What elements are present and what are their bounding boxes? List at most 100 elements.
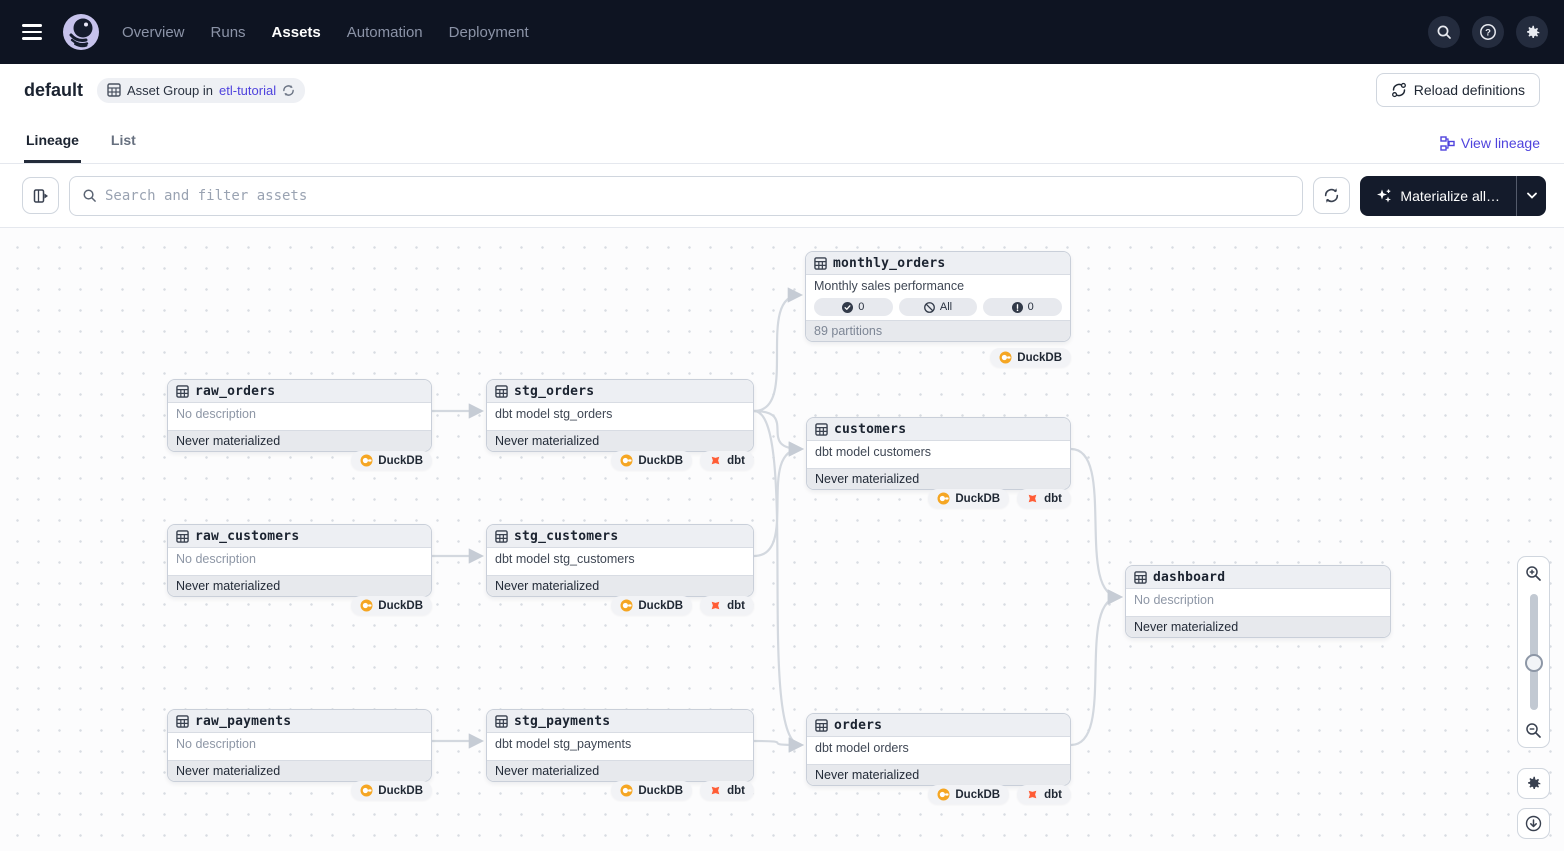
kind-badge-label: DuckDB	[378, 454, 423, 467]
toggle-sidebar-button[interactable]	[22, 177, 59, 214]
nav-item-deployment[interactable]: Deployment	[448, 23, 529, 41]
kind-badge-label: dbt	[727, 599, 745, 612]
view-lineage-link[interactable]: View lineage	[1440, 135, 1540, 163]
alert-circle-icon	[1011, 301, 1023, 313]
zoom-out-icon	[1526, 723, 1541, 738]
kind-badge-duckdb[interactable]: DuckDB	[611, 781, 693, 800]
download-graph-button[interactable]	[1517, 808, 1550, 839]
kind-badge-duckdb[interactable]: DuckDB	[611, 451, 693, 470]
graph-settings-button[interactable]	[1517, 768, 1550, 799]
kind-badge-dbt[interactable]: dbt	[700, 596, 754, 615]
asset-node-dashboard[interactable]: dashboard No description Never materiali…	[1125, 565, 1391, 638]
asset-node-monthly_orders[interactable]: monthly_orders Monthly sales performance…	[805, 251, 1071, 342]
search-input[interactable]	[105, 187, 1291, 204]
global-search-button[interactable]	[1428, 16, 1460, 48]
asset-node-orders[interactable]: orders dbt model orders Never materializ…	[806, 713, 1071, 786]
zoom-slider-handle[interactable]	[1524, 654, 1543, 672]
asset-check-pills	[487, 754, 753, 760]
kind-badges-raw_orders: DuckDB	[167, 451, 432, 470]
duckdb-icon	[620, 784, 633, 797]
asset-check-pills: 0 All 0	[806, 296, 1070, 320]
table-icon	[495, 384, 508, 398]
refresh-graph-button[interactable]	[1313, 177, 1351, 214]
help-button[interactable]: ?	[1472, 16, 1504, 48]
materialize-options-button[interactable]	[1516, 175, 1546, 216]
nav-item-overview[interactable]: Overview	[122, 23, 185, 41]
edge-stg_payments-to-orders	[753, 737, 805, 753]
kind-badge-dbt[interactable]: dbt	[700, 451, 754, 470]
asset-description: dbt model stg_customers	[487, 548, 753, 569]
asset-check-pills	[1126, 610, 1390, 616]
check-pill-check-circle[interactable]: 0	[814, 298, 893, 316]
chevron-down-icon	[1526, 192, 1537, 199]
asset-name: raw_payments	[195, 713, 292, 729]
asset-node-customers[interactable]: customers dbt model customers Never mate…	[806, 417, 1071, 490]
duckdb-icon	[937, 788, 950, 801]
edge-stg_orders-to-monthly_orders	[753, 287, 804, 413]
dagster-logo[interactable]	[62, 13, 100, 51]
tab-lineage[interactable]: Lineage	[24, 132, 81, 163]
kind-badge-duckdb[interactable]: DuckDB	[351, 451, 432, 470]
asset-search-bar[interactable]	[69, 175, 1304, 216]
zoom-control-panel	[1517, 556, 1550, 748]
materialize-all-button[interactable]: Materialize all…	[1360, 176, 1516, 216]
gear-icon	[1526, 25, 1539, 38]
kind-badge-duckdb[interactable]: DuckDB	[611, 596, 693, 615]
page-title: default	[24, 79, 84, 100]
kind-badge-dbt[interactable]: dbt	[700, 781, 754, 800]
duckdb-icon	[360, 599, 373, 612]
kind-badge-dbt[interactable]: dbt	[1017, 785, 1071, 804]
kind-badge-duckdb[interactable]: DuckDB	[351, 781, 432, 800]
duckdb-icon	[360, 784, 373, 797]
asset-node-raw_customers[interactable]: raw_customers No description Never mater…	[167, 524, 432, 597]
code-location-link[interactable]: etl-tutorial	[219, 82, 277, 98]
edge-stg_orders-to-orders	[753, 409, 805, 753]
kind-badges-stg_customers: DuckDB dbt	[486, 596, 754, 615]
asset-node-header: customers	[807, 418, 1070, 441]
zoom-slider-track[interactable]	[1529, 594, 1538, 710]
asset-node-header: orders	[807, 714, 1070, 737]
asset-node-header: stg_customers	[487, 525, 753, 548]
edge-stg_orders-to-customers	[753, 409, 805, 457]
nav-item-runs[interactable]: Runs	[210, 23, 246, 41]
hamburger-menu-icon[interactable]	[16, 14, 52, 50]
asset-status: Never materialized	[1126, 616, 1390, 637]
asset-check-pills	[807, 462, 1070, 468]
dbt-icon	[709, 784, 722, 797]
kind-badge-dbt[interactable]: dbt	[1017, 489, 1071, 508]
asset-description: dbt model orders	[807, 737, 1070, 758]
kind-badge-label: DuckDB	[638, 784, 684, 797]
table-icon	[495, 529, 508, 543]
asset-node-raw_orders[interactable]: raw_orders No description Never material…	[167, 379, 432, 452]
dbt-icon	[1026, 492, 1039, 505]
sparkle-icon	[1377, 189, 1392, 202]
zoom-out-button[interactable]	[1519, 716, 1548, 745]
asset-group-badge: Asset Group in etl-tutorial	[97, 77, 306, 103]
refresh-icon[interactable]	[282, 84, 295, 97]
reload-definitions-button[interactable]: Reload definitions	[1375, 73, 1540, 107]
gear-icon	[1528, 776, 1541, 790]
asset-name: stg_customers	[514, 528, 619, 544]
nav-item-assets[interactable]: Assets	[271, 23, 321, 41]
kind-badges-stg_payments: DuckDB dbt	[486, 781, 754, 800]
kind-badge-duckdb[interactable]: DuckDB	[928, 489, 1010, 508]
tab-list[interactable]: List	[110, 132, 136, 148]
asset-node-stg_customers[interactable]: stg_customers dbt model stg_customers Ne…	[486, 524, 754, 597]
materialize-all-label: Materialize all…	[1400, 187, 1500, 204]
asset-name: dashboard	[1153, 569, 1226, 585]
kind-badge-duckdb[interactable]: DuckDB	[990, 348, 1071, 367]
asset-node-stg_orders[interactable]: stg_orders dbt model stg_orders Never ma…	[486, 379, 754, 452]
kind-badge-duckdb[interactable]: DuckDB	[351, 596, 432, 615]
kind-badge-duckdb[interactable]: DuckDB	[928, 785, 1010, 804]
asset-node-stg_payments[interactable]: stg_payments dbt model stg_payments Neve…	[486, 709, 754, 782]
asset-check-pills	[168, 569, 431, 575]
asset-node-raw_payments[interactable]: raw_payments No description Never materi…	[167, 709, 432, 782]
check-pill-alert-circle[interactable]: 0	[983, 298, 1063, 316]
check-pill-slash-circle[interactable]: All	[898, 298, 978, 316]
nav-item-automation[interactable]: Automation	[346, 23, 423, 41]
zoom-slider[interactable]	[1518, 588, 1549, 716]
settings-button[interactable]	[1516, 16, 1548, 48]
zoom-in-button[interactable]	[1519, 559, 1548, 588]
tabs-row: Lineage List View lineage	[0, 116, 1564, 164]
lineage-graph-canvas[interactable]: monthly_orders Monthly sales performance…	[0, 228, 1564, 851]
